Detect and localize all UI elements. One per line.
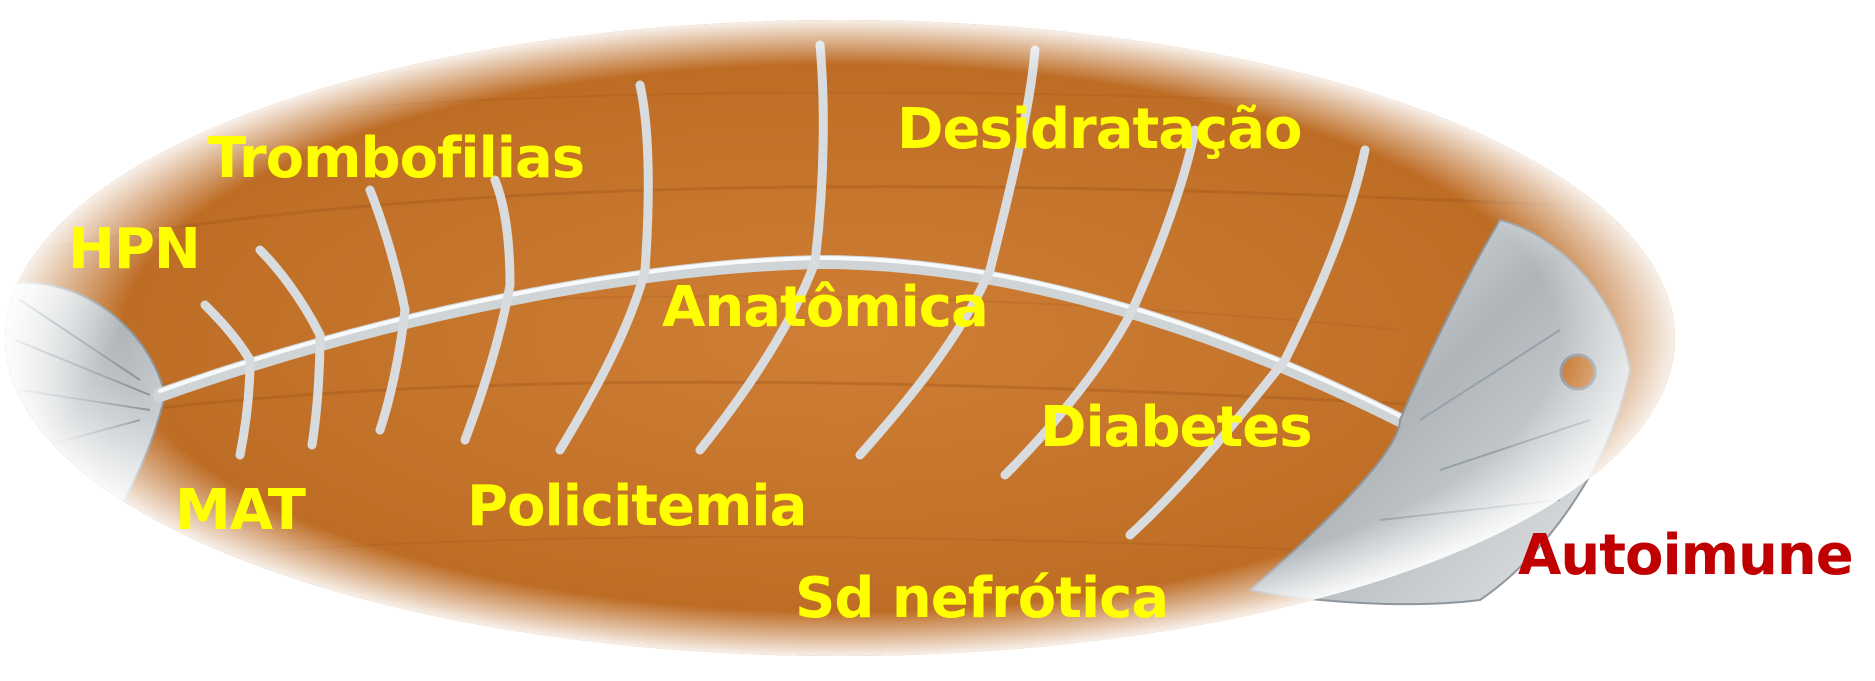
label-policitemia: Policitemia: [467, 479, 806, 535]
label-diabetes: Diabetes: [1040, 400, 1312, 456]
label-mat: MAT: [175, 483, 305, 539]
label-desidratacao: Desidratação: [897, 102, 1302, 158]
label-sd-nefrotica: Sd nefrótica: [795, 571, 1168, 627]
label-autoimune: Autoimune: [1518, 528, 1853, 584]
label-hpn: HPN: [68, 222, 200, 278]
label-anatomica: Anatômica: [662, 280, 988, 336]
label-trombofilias: Trombofilias: [208, 131, 584, 187]
